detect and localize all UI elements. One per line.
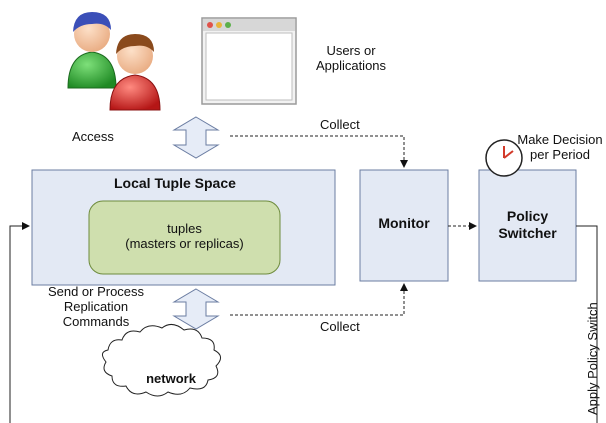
policy-switcher-label: Policy Switcher: [479, 208, 576, 242]
collect-bottom-connector: [230, 283, 408, 316]
collect-top-label: Collect: [320, 117, 360, 132]
clock-icon: [485, 139, 523, 177]
users-or-applications-label: Users or Applications: [315, 43, 387, 73]
policy-switcher-label-line1: Policy: [506, 208, 549, 224]
policy-switcher-box: [478, 169, 577, 282]
local-tuple-space-title: Local Tuple Space: [114, 175, 236, 191]
access-label: Access: [72, 129, 114, 144]
network-cloud-icon: [102, 324, 221, 397]
network-label: network: [146, 371, 196, 386]
monitor-label: Monitor: [378, 215, 430, 231]
policy-switcher-label-line2: Switcher: [498, 225, 557, 241]
send-or-process-label: Send or Process Replication Commands: [47, 284, 145, 329]
users-icon: [67, 12, 161, 111]
collect-bottom-label: Collect: [320, 319, 360, 334]
apply-policy-switch-connector: [576, 225, 598, 423]
access-arrow-shape: [172, 116, 220, 159]
feedback-into-tuple-space-connector: [9, 222, 30, 423]
apply-policy-switch-label: Apply Policy Switch: [585, 302, 600, 415]
replication-arrow-shape: [172, 288, 220, 330]
tuples-label: tuples (masters or replicas): [89, 221, 280, 251]
application-window-icon: [201, 17, 297, 105]
tuples-box: [88, 200, 281, 275]
monitor-box: [359, 169, 449, 282]
make-decision-label: Make Decision per Period: [517, 132, 603, 162]
collect-top-connector: [230, 135, 408, 168]
tuples-label-line2: (masters or replicas): [125, 236, 244, 251]
tuples-label-line1: tuples: [167, 221, 202, 236]
